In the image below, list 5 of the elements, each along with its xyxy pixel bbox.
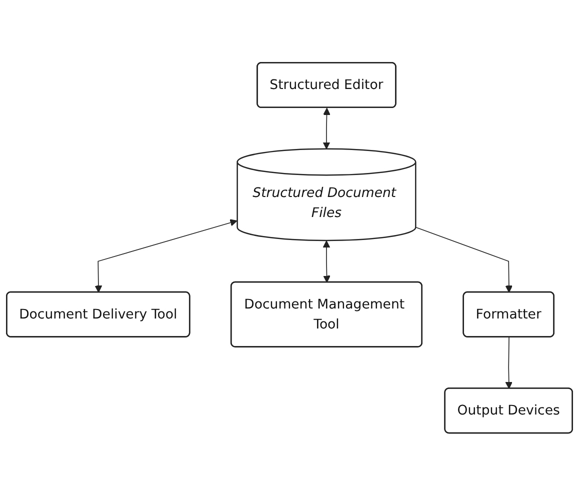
arrow xyxy=(505,336,513,389)
arrow xyxy=(322,108,330,149)
arrow xyxy=(322,240,330,282)
arrow xyxy=(415,226,513,292)
arrow xyxy=(94,218,238,292)
